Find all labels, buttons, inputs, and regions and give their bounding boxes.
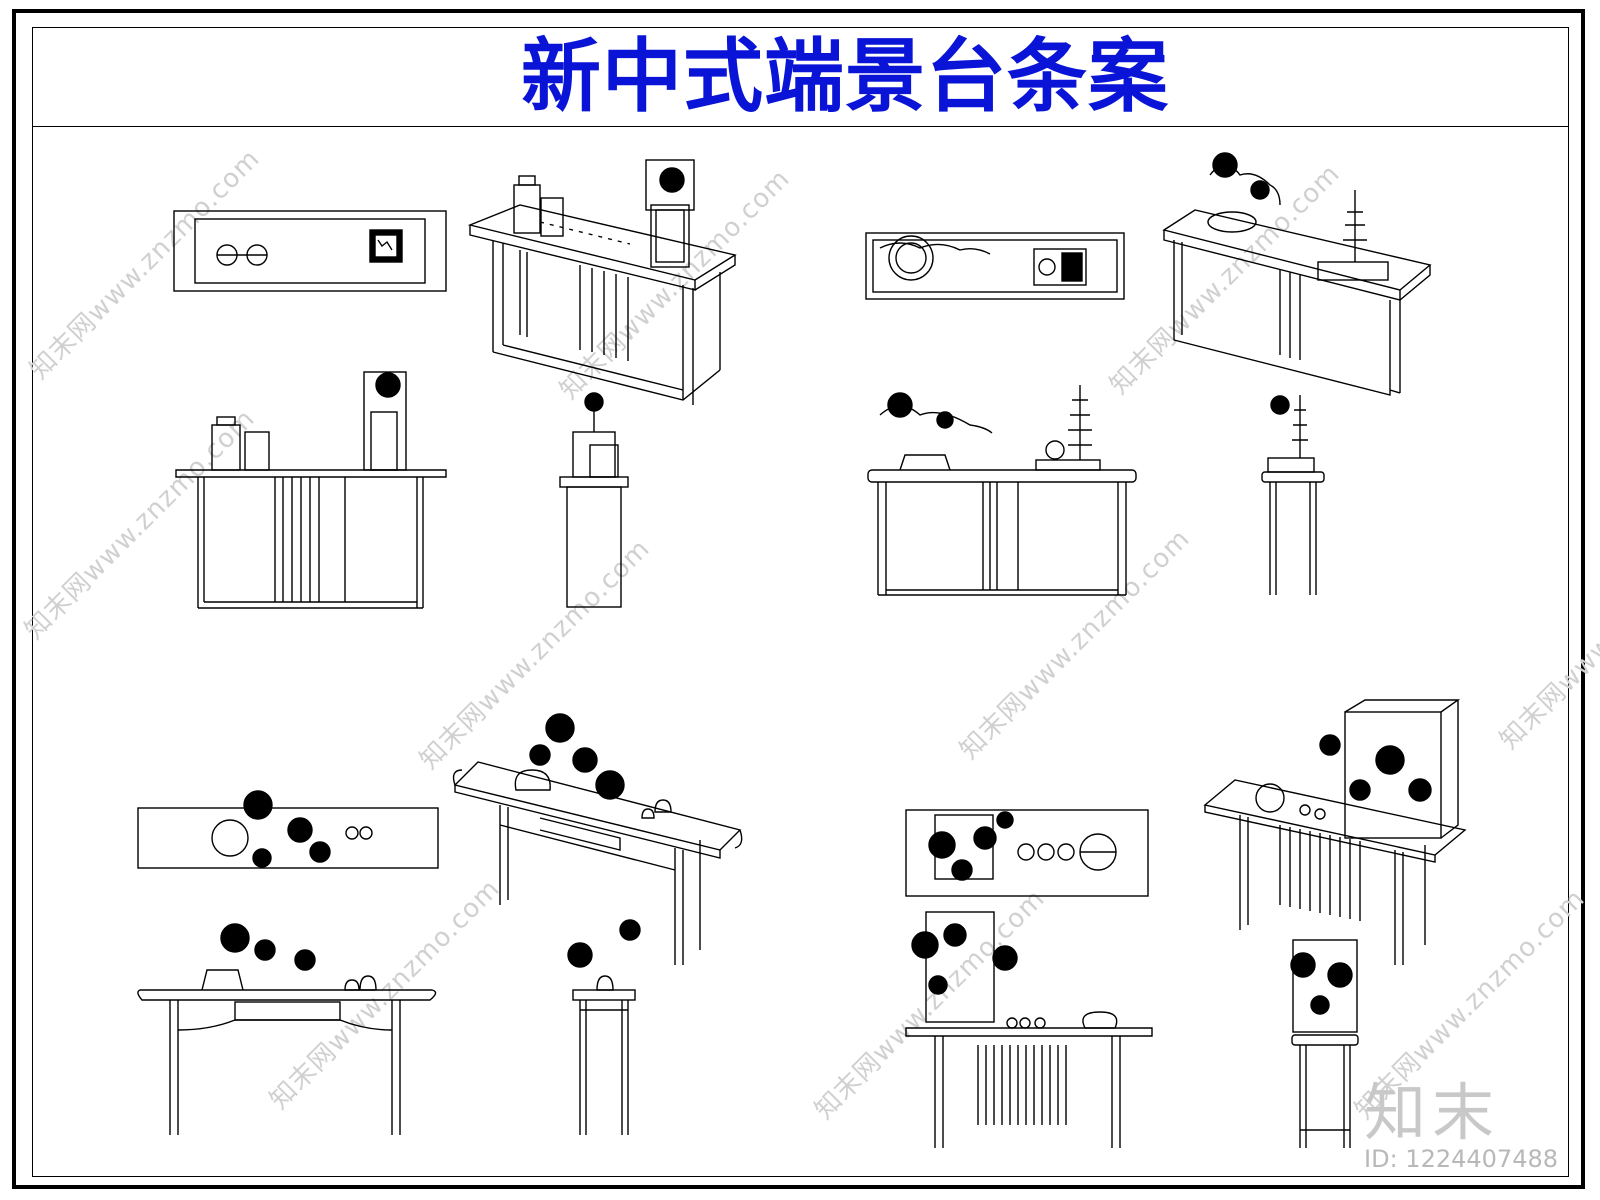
table-4-plan-view	[905, 809, 1149, 897]
table-1-plan-view	[173, 210, 447, 292]
table-4-perspective-view	[1203, 699, 1467, 965]
table-3-perspective-view	[452, 713, 743, 965]
table-2-front-elevation	[867, 385, 1137, 596]
brand-logo: 知末	[1363, 1076, 1500, 1149]
stand-3-elevation	[567, 919, 641, 1135]
stand-1-elevation	[559, 392, 629, 608]
table-1-front-elevation	[175, 371, 447, 609]
table-2-perspective-view	[1162, 152, 1432, 396]
image-id-label: ID: 1224407488	[1364, 1145, 1558, 1173]
stand-4-elevation	[1290, 939, 1359, 1148]
title-divider	[32, 126, 1569, 127]
table-2-plan-view	[865, 232, 1125, 300]
drawing-border-inner	[32, 27, 1569, 1177]
drawing-border-outer	[12, 9, 1585, 1189]
table-3-front-elevation	[137, 923, 437, 1135]
table-3-plan-view	[137, 790, 439, 869]
table-1-perspective-view	[467, 159, 737, 405]
stand-2-elevation	[1261, 395, 1325, 595]
table-4-front-elevation	[905, 911, 1153, 1148]
drawing-title: 新中式端景台条案	[521, 29, 1169, 123]
